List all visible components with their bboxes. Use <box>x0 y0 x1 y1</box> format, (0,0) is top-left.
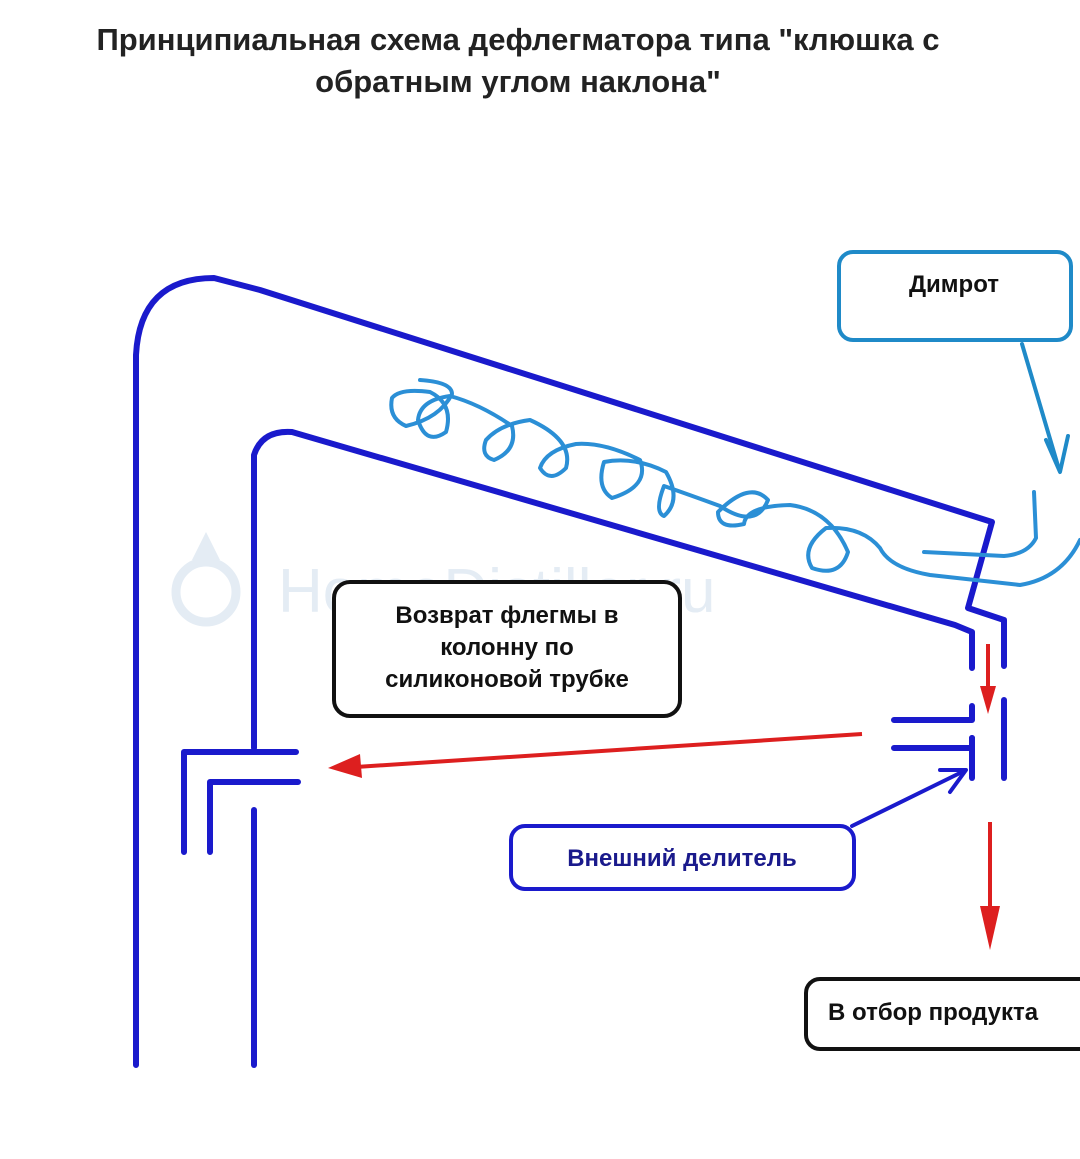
external-divider-pointer-arrowhead <box>938 768 968 794</box>
diagram-title-line1: Принципиальная схема дефлегматора типа "… <box>96 22 939 57</box>
column-inner-wall-upper <box>251 428 975 751</box>
reflux-return-label-line3: силиконовой трубке <box>385 666 629 693</box>
external-divider-label-box: Внешний делитель <box>509 824 856 891</box>
dimroth-pointer-arrowhead <box>1044 434 1070 474</box>
dimroth-label-box: Димрот <box>837 250 1073 342</box>
product-takeoff-label-box: В отбор продукта <box>804 977 1080 1051</box>
reflux-down-arrow <box>980 644 996 714</box>
product-takeoff-label: В отбор продукта <box>828 999 1039 1026</box>
column-outer-wall <box>133 275 1007 1068</box>
divider-side-port <box>891 703 975 751</box>
drop-logo-icon <box>171 532 241 627</box>
dimroth-coil <box>389 378 1080 587</box>
reflux-return-label-line2: колонну по <box>440 634 574 661</box>
product-takeoff-arrow <box>980 822 1000 950</box>
column-side-port <box>181 749 301 855</box>
dimroth-label: Димрот <box>909 271 999 298</box>
diagram-title-line2: обратным углом наклона" <box>315 64 721 99</box>
reflux-return-label-box: Возврат флегмы в колонну по силиконовой … <box>332 580 682 718</box>
external-divider-pointer-arrow <box>850 770 964 828</box>
dimroth-coil-lead-upper <box>922 490 1038 558</box>
dimroth-pointer-arrow <box>1020 342 1060 468</box>
reflux-return-arrow <box>328 732 863 778</box>
reflux-return-label-line1: Возврат флегмы в <box>395 602 618 629</box>
external-divider-label: Внешний делитель <box>567 845 797 872</box>
